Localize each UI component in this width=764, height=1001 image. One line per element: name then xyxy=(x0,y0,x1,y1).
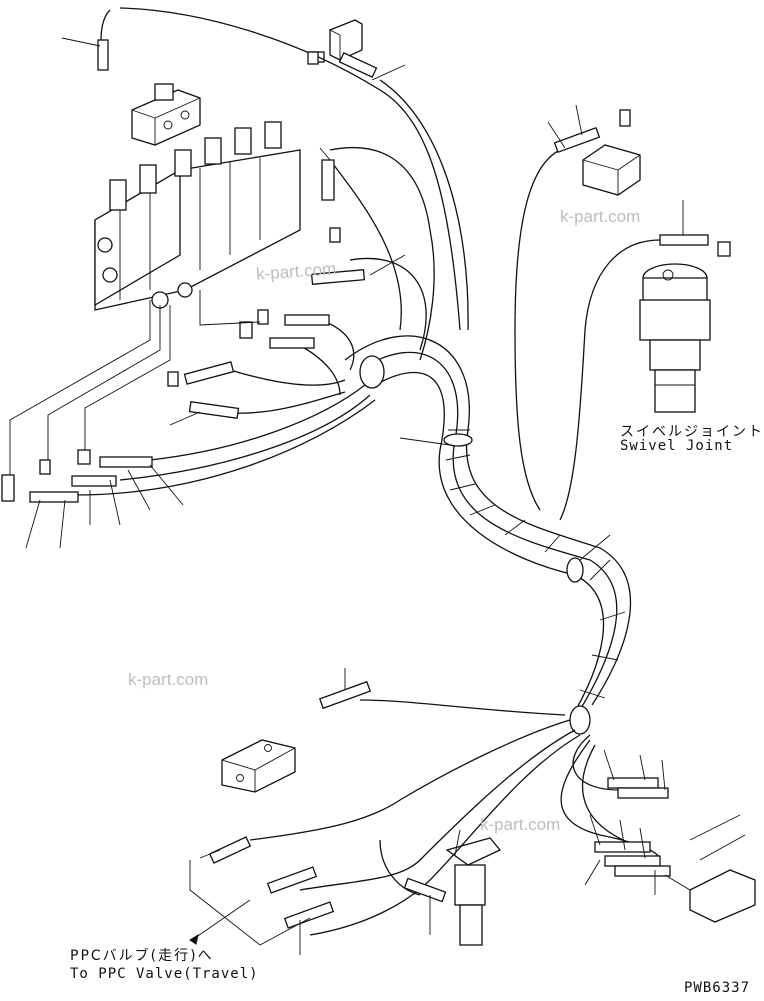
hose-fittings xyxy=(29,39,709,929)
swivel-joint xyxy=(639,263,711,413)
drawing-number: PWB6337 xyxy=(684,980,751,996)
control-valve xyxy=(94,121,301,311)
ppc-valve-label-en: To PPC Valve(Travel) xyxy=(70,966,259,982)
hose-bundle xyxy=(344,335,632,735)
swivel-joint-label-jp: スイベルジョイント xyxy=(620,424,764,440)
mount-bracket xyxy=(689,814,756,923)
valve-block-top xyxy=(131,83,201,146)
swivel-joint-label-en: Swivel Joint xyxy=(620,438,734,454)
ppc-valve-label-jp: PPCバルブ(走行)へ xyxy=(70,948,214,964)
ppc-pedal xyxy=(445,837,502,946)
leader-lines xyxy=(9,37,691,955)
valve-block-lower xyxy=(221,739,296,793)
connectors xyxy=(1,51,731,502)
watermark-1: k-part.com xyxy=(560,207,641,226)
watermark-3: k-part.com xyxy=(128,670,209,689)
valve-block-swivel xyxy=(582,144,641,196)
watermark-4: k-part.com xyxy=(480,815,561,834)
